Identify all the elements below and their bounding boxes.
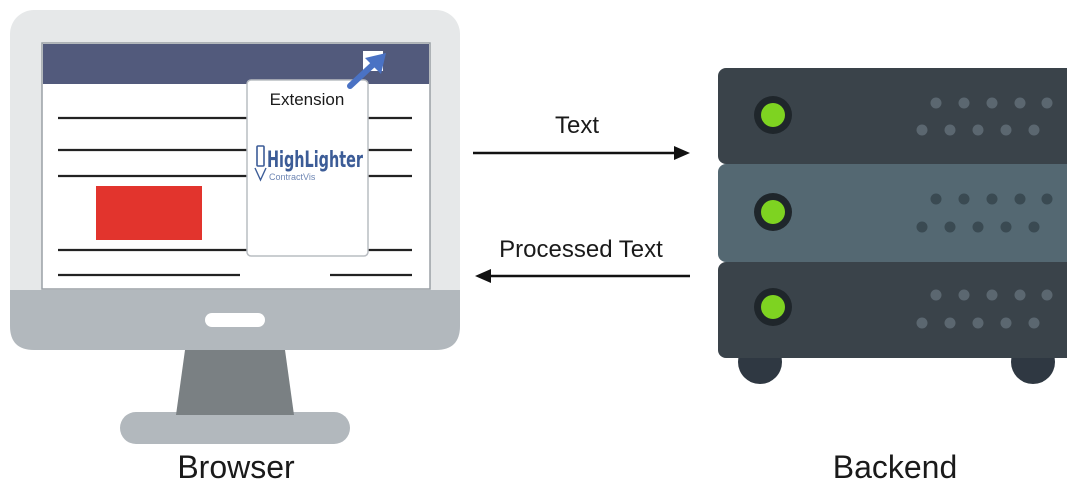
browser-window: Extension HighLighter ContractVis	[41, 42, 431, 290]
monitor-stand	[176, 350, 294, 415]
expand-arrow-icon[interactable]	[347, 51, 386, 89]
extension-title: Extension	[270, 90, 345, 109]
vent-dots	[916, 97, 1053, 329]
status-led-icon	[754, 193, 792, 231]
server-unit	[718, 262, 1067, 358]
request-arrow-label: Text	[555, 112, 599, 139]
highlighter-logo: HighLighter ContractVis	[254, 145, 363, 182]
vent-dots	[916, 193, 1053, 233]
logo-text: HighLighter	[267, 148, 363, 173]
browser-label: Browser	[177, 449, 295, 485]
server-unit	[718, 164, 1067, 262]
logo-subtext: ContractVis	[269, 172, 316, 182]
page-text-lines	[58, 116, 412, 277]
monitor-button	[205, 313, 265, 327]
response-arrow-label: Processed Text	[499, 236, 663, 263]
server-rack-icon	[718, 68, 1067, 384]
pen-icon	[254, 145, 267, 182]
extension-panel	[246, 79, 369, 257]
status-led-icon	[754, 96, 792, 134]
arrow-head-right-icon	[674, 146, 690, 160]
extension-popup[interactable]: Extension HighLighter ContractVis	[246, 79, 369, 257]
request-arrow	[473, 146, 690, 160]
backend-label: Backend	[833, 449, 958, 485]
monitor-base	[120, 412, 350, 444]
highlight-block	[96, 186, 202, 240]
status-led-icon	[754, 288, 792, 326]
response-arrow	[475, 269, 690, 283]
server-unit	[718, 68, 1067, 164]
arrow-head-left-icon	[475, 269, 491, 283]
